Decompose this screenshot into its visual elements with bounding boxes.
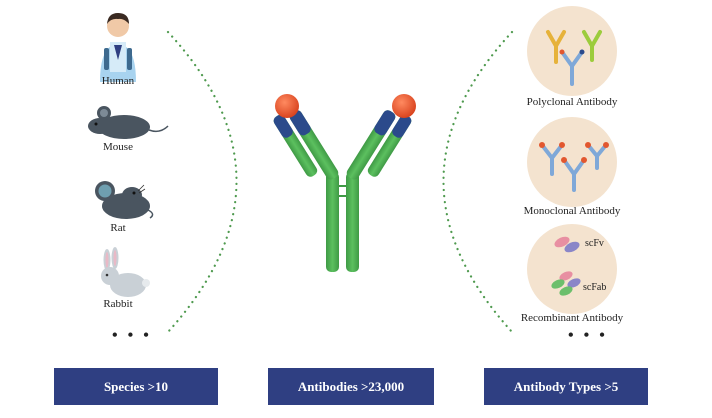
- species-label-rat: Rat: [110, 222, 126, 234]
- species-more-ellipsis: • • •: [112, 327, 152, 344]
- monoclonal-icon: [527, 117, 617, 207]
- antibody-types-box: Antibody Types >5: [484, 368, 648, 405]
- type-label-recombinant: Recombinant Antibody: [520, 312, 624, 324]
- rabbit-icon: [101, 247, 150, 297]
- right-dotted-arc: [442, 30, 514, 334]
- scfv-label: scFv: [585, 238, 604, 249]
- species-count-box: Species >10: [54, 368, 218, 405]
- antibodies-count-box: Antibodies >23,000: [268, 368, 434, 405]
- human-icon: [100, 13, 136, 82]
- species-label-mouse: Mouse: [103, 141, 133, 153]
- right-antigen-icon: [392, 94, 416, 118]
- left-antigen-icon: [275, 94, 299, 118]
- type-label-polyclonal: Polyclonal Antibody: [526, 96, 618, 108]
- polyclonal-icon: [527, 6, 617, 96]
- mouse-icon: [88, 106, 169, 139]
- recombinant-icon: [527, 224, 617, 314]
- species-label-rabbit: Rabbit: [103, 298, 133, 310]
- species-label-human: Human: [101, 75, 135, 87]
- type-label-monoclonal: Monoclonal Antibody: [523, 205, 621, 217]
- central-antibody: [273, 94, 416, 272]
- left-dotted-arc: [166, 30, 238, 334]
- scfab-label: scFab: [583, 282, 607, 293]
- types-more-ellipsis: • • •: [568, 327, 608, 344]
- rat-icon: [95, 181, 154, 219]
